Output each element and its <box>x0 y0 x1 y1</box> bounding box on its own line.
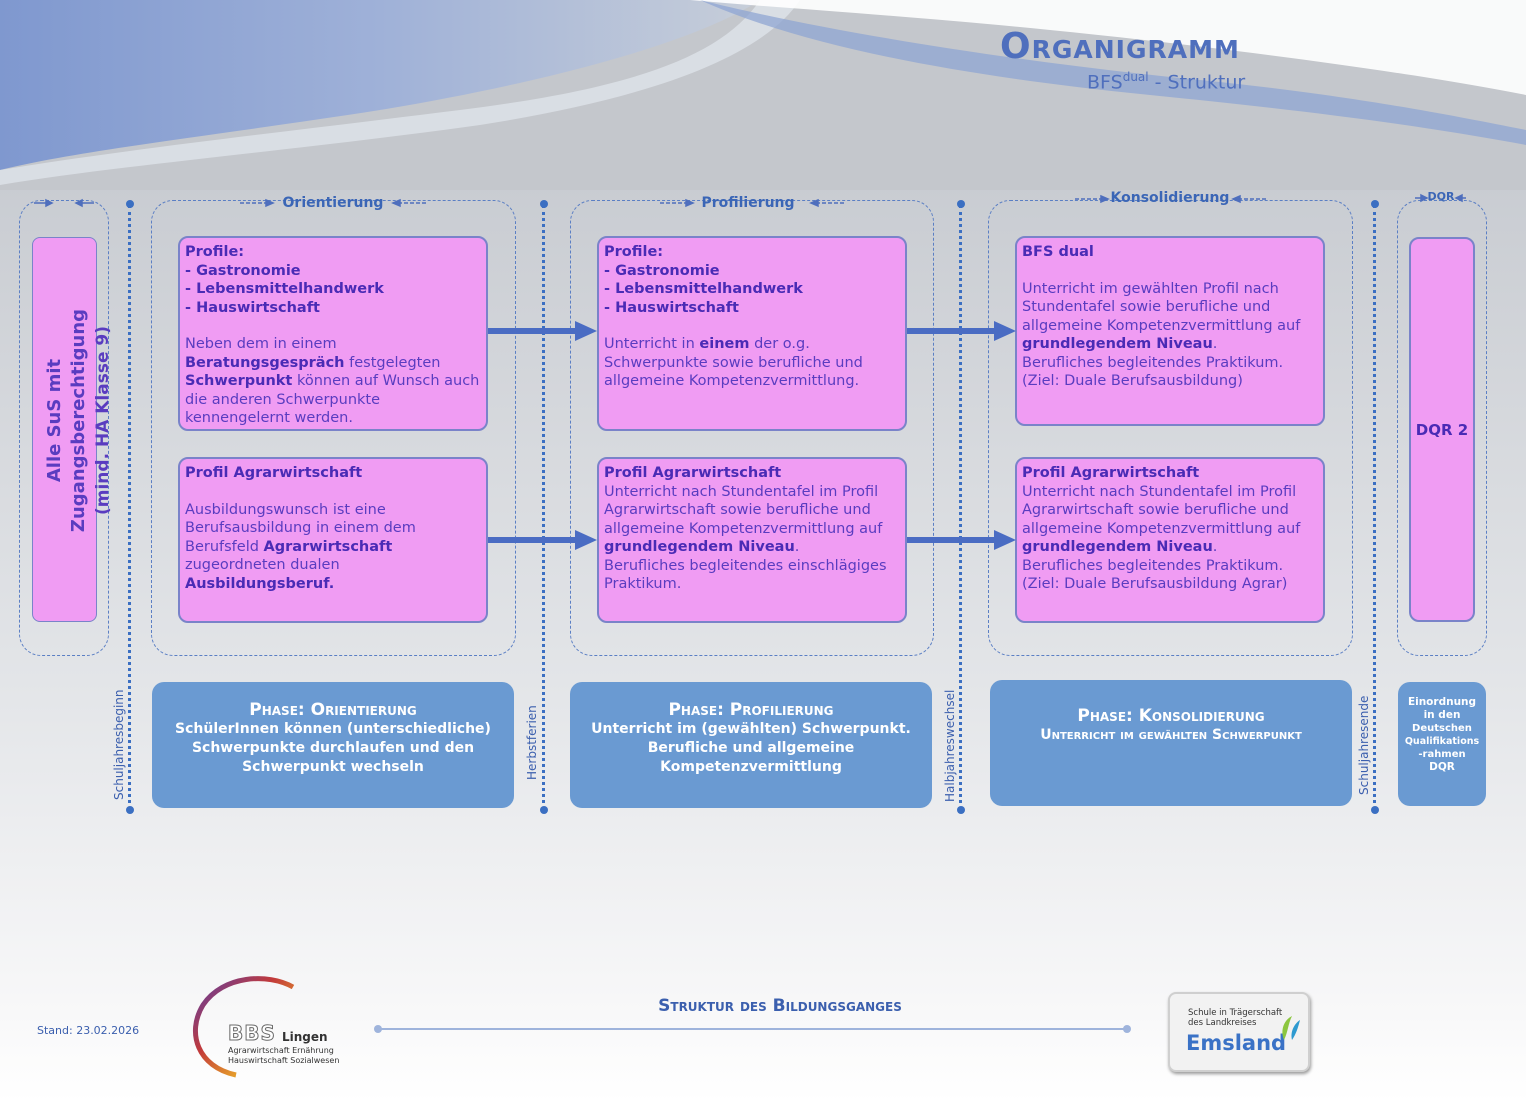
footer-dot <box>1123 1025 1131 1033</box>
group-label-konsolidierung: Konsolidierung <box>1110 190 1230 206</box>
page-subtitle: BFSdual - Struktur <box>1087 70 1246 94</box>
emsland-logo: Schule in Trägerschaft des Landkreises E… <box>1168 992 1310 1072</box>
footer-divider <box>378 1028 1128 1030</box>
timeline-dot <box>1371 806 1379 814</box>
timeline-line-herbstferien <box>542 205 545 810</box>
group-label-orientierung: Orientierung <box>282 195 384 211</box>
group-dqr <box>1397 200 1487 656</box>
phase-konsolidierung: Phase: Konsolidierung Unterricht im gewä… <box>990 680 1352 806</box>
phase-profilierung: Phase: Profilierung Unterricht im (gewäh… <box>570 682 932 808</box>
group-profilierung <box>570 200 934 656</box>
timeline-line-schuljahresbeginn <box>128 205 131 810</box>
stand-date: Stand: 23.02.2026 <box>37 1024 140 1037</box>
phase-dqr: Einordnung in den Deutschen Qualifikatio… <box>1398 682 1486 806</box>
marker-schuljahresende: Schuljahresende <box>1357 695 1371 795</box>
header-wave-decoration <box>0 0 1526 190</box>
page-title: Organigramm <box>1000 26 1240 67</box>
timeline-line-halbjahreswechsel <box>959 205 962 810</box>
group-label-dqr: DQR <box>1427 190 1455 203</box>
timeline-dot <box>126 200 134 208</box>
group-access <box>19 200 109 656</box>
box-dqr: DQR 2 <box>1409 237 1475 622</box>
timeline-dot <box>1371 200 1379 208</box>
box-orientierung-profile: Profile: - Gastronomie - Lebensmittelhan… <box>178 236 488 431</box>
box-konsolidierung-agrar: Profil Agrarwirtschaft Unterricht nach S… <box>1015 457 1325 623</box>
footer-dot <box>374 1025 382 1033</box>
box-konsolidierung-bfs-dual: BFS dual Unterricht im gewählten Profil … <box>1015 236 1325 426</box>
box-profilierung-agrar: Profil Agrarwirtschaft Unterricht nach S… <box>597 457 907 623</box>
timeline-line-schuljahresende <box>1373 205 1376 810</box>
timeline-dot <box>540 806 548 814</box>
timeline-dot <box>957 806 965 814</box>
marker-schuljahresbeginn: Schuljahresbeginn <box>112 689 126 800</box>
group-label-arrows <box>34 193 1466 208</box>
box-profilierung-profile: Profile: - Gastronomie - Lebensmittelhan… <box>597 236 907 431</box>
group-konsolidierung <box>988 200 1353 656</box>
box-orientierung-agrar: Profil Agrarwirtschaft Ausbildungswunsch… <box>178 457 488 623</box>
bbs-lingen-logo: BBS Lingen Agrarwirtschaft Ernährung Hau… <box>188 975 339 1080</box>
flow-arrows <box>488 321 1016 550</box>
group-orientierung <box>151 200 516 656</box>
timeline-dot <box>126 806 134 814</box>
footer-title: Struktur des Bildungsganges <box>658 996 902 1016</box>
timeline-dot <box>957 200 965 208</box>
access-requirement-box: Alle SuS mit Zugangsberechtigung (mind. … <box>32 237 113 622</box>
timeline-dot <box>540 200 548 208</box>
marker-halbjahreswechsel: Halbjahreswechsel <box>943 689 957 802</box>
group-label-profilierung: Profilierung <box>701 195 795 211</box>
phase-orientierung: Phase: Orientierung SchülerInnen können … <box>152 682 514 808</box>
marker-herbstferien: Herbstferien <box>525 705 539 780</box>
